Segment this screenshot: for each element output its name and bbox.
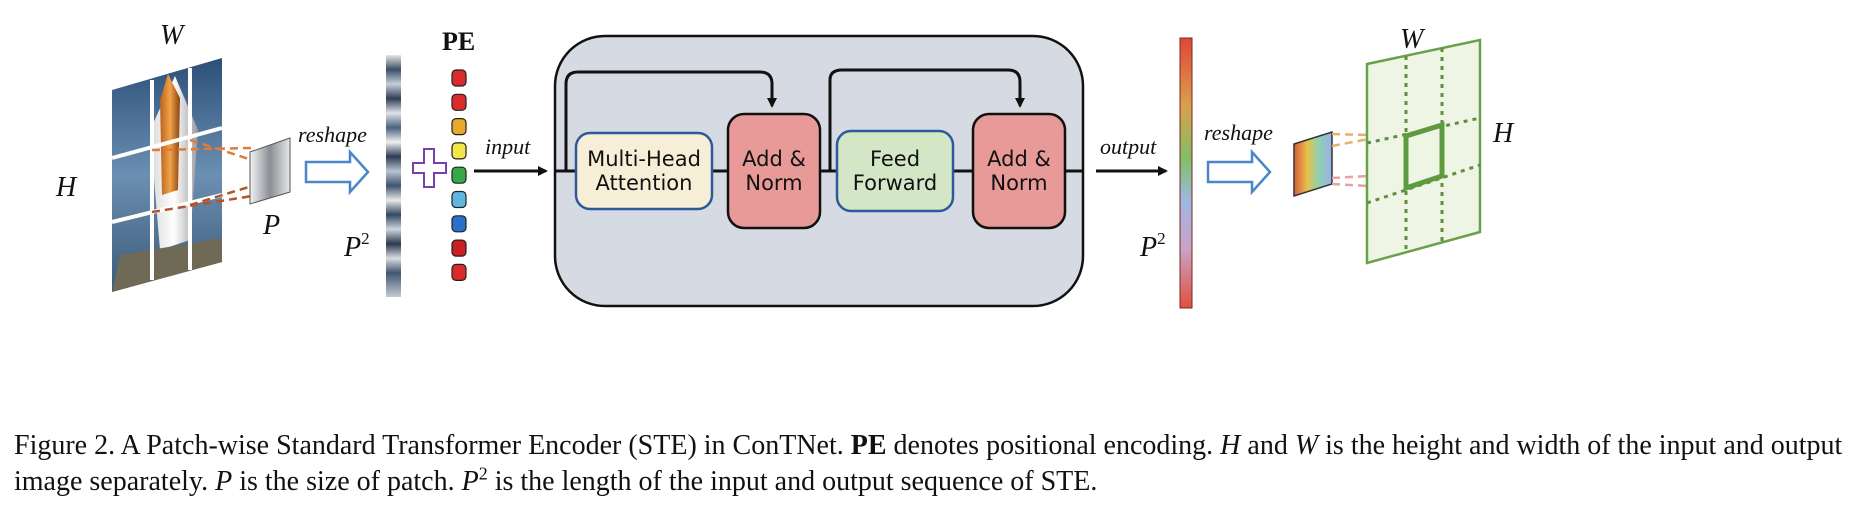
reshape-left-arrow xyxy=(304,148,370,196)
pe-token xyxy=(451,215,467,233)
figure-caption: Figure 2. A Patch-wise Standard Transfor… xyxy=(14,428,1864,500)
input-sequence xyxy=(386,55,401,297)
plus-icon xyxy=(412,148,447,188)
caption-var-h: H xyxy=(1220,430,1241,461)
seq-left-label: P2 xyxy=(343,229,370,263)
output-image-grid xyxy=(1365,38,1482,265)
caption-text: and xyxy=(1247,430,1288,461)
pe-tokens xyxy=(451,69,467,281)
caption-superscript: 2 xyxy=(478,463,488,484)
svg-text:Multi-Head: Multi-Head xyxy=(587,147,701,171)
residual-connection-1 xyxy=(564,70,777,171)
pe-token xyxy=(451,263,467,281)
right-W-label: W xyxy=(1400,24,1426,55)
residual-connection-2 xyxy=(828,68,1025,171)
pe-token xyxy=(451,69,467,87)
block-add-norm-2: Add & Norm xyxy=(971,112,1067,230)
reshape-left-label: reshape xyxy=(298,122,367,147)
block-feed-forward: Feed Forward xyxy=(835,129,955,213)
pe-label: PE xyxy=(442,27,475,56)
svg-text:Forward: Forward xyxy=(853,171,937,195)
caption-var-p: P xyxy=(215,466,233,497)
svg-text:Feed: Feed xyxy=(870,147,920,171)
caption-text: is the size of patch. xyxy=(239,466,455,497)
svg-text:Attention: Attention xyxy=(596,171,693,195)
svg-text:Add &: Add & xyxy=(742,147,806,171)
caption-var-w: W xyxy=(1294,430,1319,461)
ste-diagram: W H P reshape P2 PE input Multi-Head Att… xyxy=(55,20,1515,309)
left-W-label: W xyxy=(160,20,186,51)
pe-token xyxy=(451,166,467,184)
svg-text:Norm: Norm xyxy=(990,171,1047,195)
pe-token xyxy=(451,142,467,160)
svg-text:Add &: Add & xyxy=(987,147,1051,171)
reshape-right-label: reshape xyxy=(1204,120,1273,145)
block-add-norm-1: Add & Norm xyxy=(726,112,822,230)
caption-pe: PE xyxy=(850,430,887,461)
pe-token xyxy=(451,93,467,111)
output-label: output xyxy=(1100,134,1157,159)
left-P-label: P xyxy=(262,210,280,241)
caption-text: is the height and width of the input and… xyxy=(14,430,1843,497)
input-label: input xyxy=(485,134,531,159)
caption-text: is the length of the input and output se… xyxy=(494,466,1098,497)
caption-figure-label: Figure 2. A Patch-wise Standard Transfor… xyxy=(14,430,844,461)
svg-text:Norm: Norm xyxy=(745,171,802,195)
caption-var-p2: P xyxy=(461,466,479,497)
left-H-label: H xyxy=(55,172,78,203)
pe-token xyxy=(451,190,467,209)
left-patch xyxy=(249,137,291,205)
reshape-right-arrow xyxy=(1206,148,1272,196)
seq-right-label: P2 xyxy=(1139,229,1166,263)
right-patch xyxy=(1293,130,1333,198)
input-image xyxy=(111,58,253,292)
pe-token xyxy=(451,117,467,136)
right-H-label: H xyxy=(1492,118,1515,149)
caption-text: denotes positional encoding. xyxy=(893,430,1214,461)
block-multi-head-attention: Multi-Head Attention xyxy=(574,131,714,211)
output-sequence xyxy=(1179,37,1193,309)
pe-token xyxy=(451,239,467,257)
